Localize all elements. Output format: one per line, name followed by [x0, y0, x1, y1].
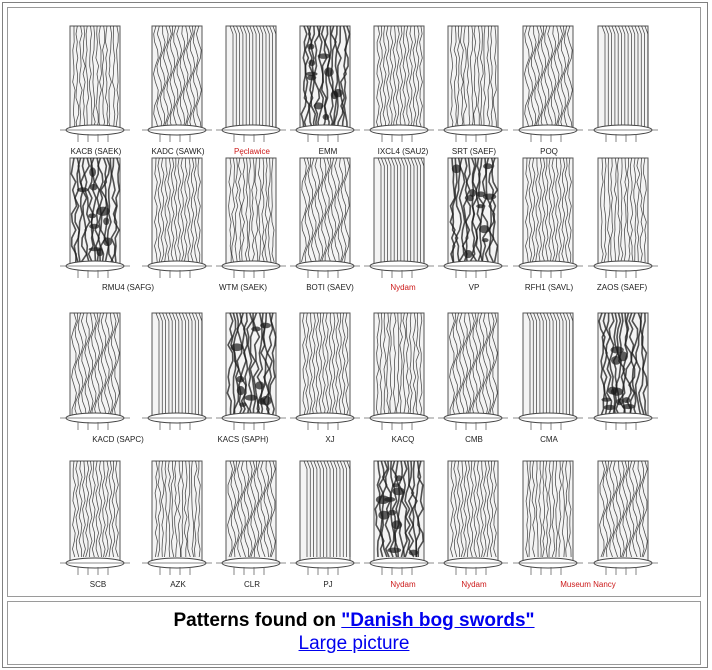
blade-label: ZAOS (SAEF): [597, 283, 648, 292]
blade-pattern: [438, 313, 508, 430]
blade-pattern: [290, 313, 360, 430]
caption-prefix: Patterns found on: [173, 610, 341, 631]
caption-title: Patterns found on "Danish bog swords": [8, 610, 700, 632]
blade-pattern: [216, 158, 286, 278]
blade-pattern: [588, 26, 658, 142]
blade-label: CMA: [540, 435, 558, 444]
blade-label: RMU4 (SAFG): [102, 283, 154, 292]
blade-label: Nydam: [461, 580, 487, 589]
blade-pattern: [364, 461, 434, 575]
blade-pattern: [216, 313, 286, 430]
blade-label: Pęclawice: [234, 147, 271, 156]
blade-pattern: [364, 158, 434, 278]
blade-pattern: [216, 461, 286, 575]
caption-link-row: Large picture: [8, 633, 700, 655]
blade-label: VP: [469, 283, 480, 292]
blade-pattern: [438, 461, 508, 575]
blade-label: KACS (SAPH): [217, 435, 268, 444]
blade-label: XJ: [325, 435, 334, 444]
blade-pattern: [364, 313, 434, 430]
blade-pattern: [142, 158, 212, 278]
large-picture-link[interactable]: Large picture: [299, 633, 410, 654]
blade-pattern: [513, 26, 583, 142]
blade-label: Museum Nancy: [560, 580, 616, 589]
blade-label: BOTI (SAEV): [306, 283, 354, 292]
blade-pattern: [142, 461, 212, 575]
blade-pattern: [513, 461, 583, 575]
blade-pattern: [513, 313, 583, 430]
blade-label: Nydam: [390, 580, 416, 589]
blade-pattern: [60, 461, 130, 575]
blade-pattern: [290, 26, 360, 142]
blade-label: SRT (SAEF): [452, 147, 496, 156]
caption: Patterns found on "Danish bog swords" La…: [7, 601, 701, 665]
pattern-drawing: KACB (SAEK) KADC (SAWK) Pęclawice EMM IXCL4 …: [8, 8, 700, 596]
blade-pattern: [588, 461, 658, 575]
blade-pattern: [588, 158, 658, 278]
blade-pattern: [513, 158, 583, 278]
blade-pattern: [60, 313, 130, 430]
blade-pattern: [290, 461, 360, 575]
blade-pattern: [216, 26, 286, 142]
blade-label: Nydam: [390, 283, 416, 292]
blade-pattern: [438, 158, 508, 278]
blade-pattern: [438, 26, 508, 142]
blade-pattern: [142, 26, 212, 142]
blade-label: WTM (SAEK): [219, 283, 267, 292]
blade-pattern: [588, 313, 658, 430]
blade-label: KACD (SAPC): [92, 435, 144, 444]
blade-pattern: [60, 26, 130, 142]
blade-label: IXCL4 (SAU2): [378, 147, 429, 156]
blade-label: CMB: [465, 435, 483, 444]
blade-label: AZK: [170, 580, 186, 589]
blade-pattern: [60, 158, 130, 278]
pattern-figure: KACB (SAEK) KADC (SAWK) Pęclawice EMM IXCL4 …: [7, 7, 701, 597]
blade-label: KACQ: [392, 435, 415, 444]
blade-label: RFH1 (SAVL): [525, 283, 574, 292]
danish-bog-swords-link[interactable]: "Danish bog swords": [341, 610, 534, 631]
blade-label: POQ: [540, 147, 558, 156]
blade-label: PJ: [323, 580, 332, 589]
blade-label: SCB: [90, 580, 106, 589]
blade-label: KADC (SAWK): [151, 147, 204, 156]
blade-pattern: [364, 26, 434, 142]
blade-label: KACB (SAEK): [71, 147, 122, 156]
blade-pattern: [290, 158, 360, 278]
blade-label: CLR: [244, 580, 260, 589]
blade-label: EMM: [319, 147, 338, 156]
blade-pattern: [142, 313, 212, 430]
